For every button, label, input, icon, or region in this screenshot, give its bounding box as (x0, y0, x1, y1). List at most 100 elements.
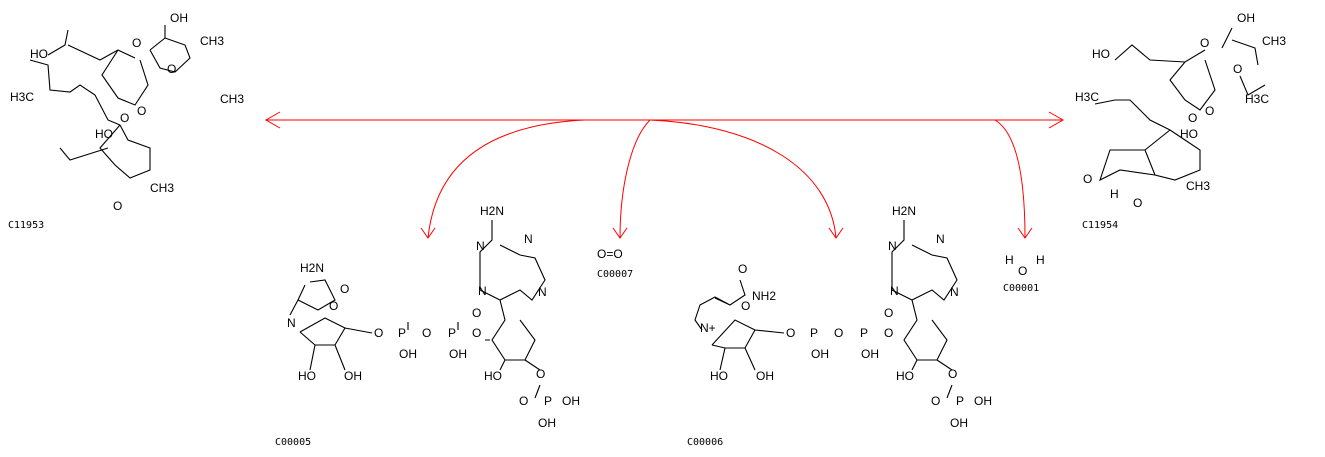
atom-label: O=O (597, 247, 623, 261)
arrowhead-c00005 (420, 227, 436, 239)
atom-label: CH3 (200, 34, 224, 48)
atom-label: O (884, 326, 893, 340)
atom-label: P (398, 326, 406, 340)
arrowhead-left (264, 111, 281, 129)
atom-label: O (741, 299, 750, 313)
bond-skeleton (479, 220, 546, 399)
atom-label: O (132, 36, 141, 50)
arrowhead-c00001 (1017, 227, 1033, 239)
atom-label: OH (170, 11, 188, 25)
atom-label: O (519, 394, 528, 408)
atom-label: O (786, 326, 795, 340)
atom-label: CH3 (1186, 179, 1210, 193)
compound-id-c00001[interactable]: C00001 (1003, 283, 1040, 294)
atom-label: O (113, 199, 122, 213)
atom-label: N (538, 285, 547, 299)
arrow-c00001 (994, 119, 1026, 239)
bond-skeleton (694, 279, 785, 371)
atom-label: O (1083, 172, 1092, 186)
arrowhead-right (1048, 111, 1065, 129)
atom-label: OH (974, 394, 992, 408)
atom-label: HO (1180, 127, 1198, 141)
atom-label: HO (95, 127, 113, 141)
atom-label: OH (344, 369, 362, 383)
reaction-arrows (264, 111, 1065, 239)
arrow-c00007 (619, 119, 651, 239)
atom-label: O (1200, 36, 1209, 50)
arrowhead-c00006 (828, 227, 844, 239)
atom-label: O (329, 299, 338, 313)
atom-label: OH (399, 347, 417, 361)
atom-label: O (422, 326, 431, 340)
arrow-c00005 (427, 119, 586, 239)
atom-label: CH3 (1262, 34, 1286, 48)
atom-label: OH (811, 347, 829, 361)
atom-label: O (834, 326, 843, 340)
atom-label: O (1188, 111, 1197, 125)
compound-id-c00006[interactable]: C00006 (687, 437, 724, 448)
atom-label: O (374, 326, 383, 340)
atom-label: O (536, 367, 545, 381)
atom-label: N (476, 239, 485, 253)
atom-label: H2N (480, 204, 504, 218)
atom-label: O (1133, 196, 1142, 210)
arrowhead-c00007 (612, 227, 628, 239)
atom-label: OH (950, 416, 968, 430)
atom-label: O (120, 111, 129, 125)
atom-label: O (1018, 264, 1027, 278)
molecule-bonds (29, 25, 1266, 399)
atom-label: H (1005, 253, 1014, 267)
atom-label: H2N (892, 204, 916, 218)
atom-label: N (287, 316, 296, 330)
atom-label: CH3 (220, 92, 244, 106)
bond-skeleton (289, 279, 459, 371)
atom-label: OH (449, 347, 467, 361)
atom-label: P (956, 394, 964, 408)
atom-label: O (884, 306, 893, 320)
atom-label: H (1110, 187, 1119, 201)
atom-label: O (931, 394, 940, 408)
atom-label: H (1036, 253, 1045, 267)
compound-id-c00005[interactable]: C00005 (275, 437, 312, 448)
atom-label: HO (30, 47, 48, 61)
atom-label: OH (1237, 11, 1255, 25)
compound-id-c00007[interactable]: C00007 (597, 269, 634, 280)
atom-label: H3C (1245, 92, 1269, 106)
atom-label: O (472, 306, 481, 320)
atom-label: HO (484, 369, 502, 383)
atom-label: HO (896, 369, 914, 383)
atom-label: H2N (300, 261, 324, 275)
atom-label: HO (298, 369, 316, 383)
compound-id-c11953[interactable]: C11953 (8, 220, 45, 231)
atom-label: O (1205, 104, 1214, 118)
atom-label: N (890, 284, 899, 298)
atom-label: N (478, 284, 487, 298)
atom-label: HO (1092, 47, 1110, 61)
arrow-c00006 (649, 119, 837, 239)
atom-label: O (472, 326, 481, 340)
bond-skeleton (1114, 27, 1266, 111)
atom-label: P (810, 326, 818, 340)
atom-label: OH (756, 369, 774, 383)
atom-label: CH3 (150, 181, 174, 195)
atom-label: OH (538, 416, 556, 430)
bond-skeleton (47, 25, 191, 106)
atom-label: HO (710, 369, 728, 383)
atom-label: N (888, 239, 897, 253)
atom-label: O (340, 282, 349, 296)
compound-id-c11954[interactable]: C11954 (1082, 220, 1119, 231)
atom-label: N (950, 285, 959, 299)
atom-label: N (936, 232, 945, 246)
atom-label: O (167, 62, 176, 76)
atom-label: NH2 (752, 289, 776, 303)
atom-label: O (738, 262, 747, 276)
bond-skeleton (1094, 99, 1201, 182)
bond-skeleton (891, 220, 958, 399)
atom-label: H3C (1075, 90, 1099, 104)
atom-label: N+ (700, 321, 716, 335)
atom-label: P (448, 326, 456, 340)
atom-label: O (1233, 62, 1242, 76)
